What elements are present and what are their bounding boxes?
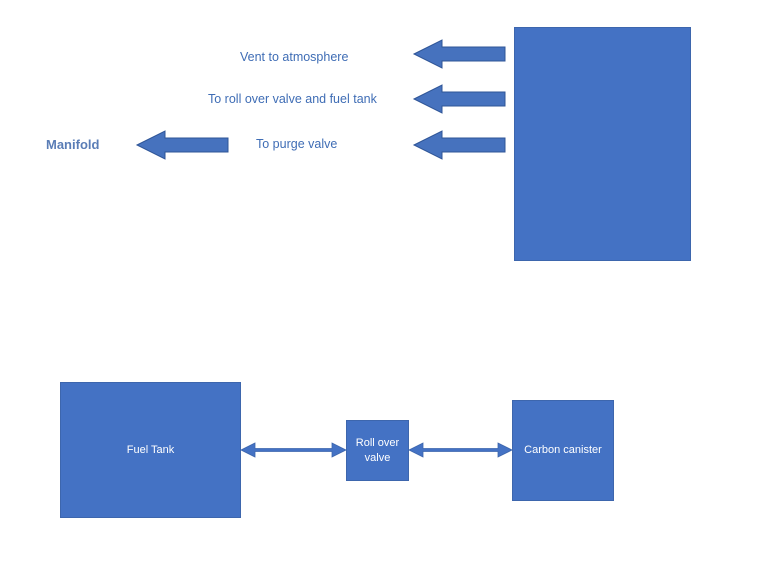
purge-label: To purge valve: [256, 137, 338, 151]
roll-over-label: To roll over valve and fuel tank: [208, 92, 377, 106]
roll-over-arrow: [412, 84, 506, 114]
carbon-canister-box: Carbon canister: [512, 400, 614, 501]
purge-arrow: [412, 130, 506, 160]
vent-label: Vent to atmosphere: [240, 50, 349, 64]
roll-over-valve-box: Roll over valve: [346, 420, 409, 481]
valve-canister-double-arrow: [408, 442, 513, 458]
manifold-arrow: [135, 130, 229, 160]
vent-arrow: [412, 39, 506, 69]
manifold-label: Manifold: [46, 137, 100, 152]
tank-valve-double-arrow: [240, 442, 347, 458]
top-block: [514, 27, 691, 261]
fuel-tank-box: Fuel Tank: [60, 382, 241, 518]
